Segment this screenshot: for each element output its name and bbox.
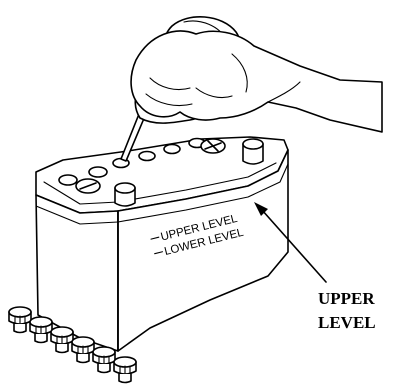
battery [36, 137, 288, 351]
terminal-post-right-top [243, 139, 263, 149]
vent-cap-stem [14, 324, 26, 333]
vent-cap [30, 317, 52, 343]
vent-cap-stem [98, 364, 110, 373]
vent-cap [51, 327, 73, 353]
cell-opening-1 [59, 175, 77, 185]
terminal-post-left-top [115, 183, 135, 193]
vent-cap [93, 347, 115, 373]
vent-cap-stem [119, 374, 131, 383]
cell-opening-4 [139, 152, 155, 161]
vent-cap-stem [77, 354, 89, 363]
hand [131, 31, 382, 132]
vent-cap-stem [35, 334, 47, 343]
vent-cap [72, 337, 94, 363]
vent-cap [114, 357, 136, 383]
vent-cap [9, 307, 31, 333]
cell-opening-5 [164, 145, 180, 154]
callout-label-line2: LEVEL [318, 313, 376, 332]
cell-opening-2 [89, 167, 107, 177]
vent-cap-stem [56, 344, 68, 353]
callout-label-line1: UPPER [318, 289, 375, 308]
